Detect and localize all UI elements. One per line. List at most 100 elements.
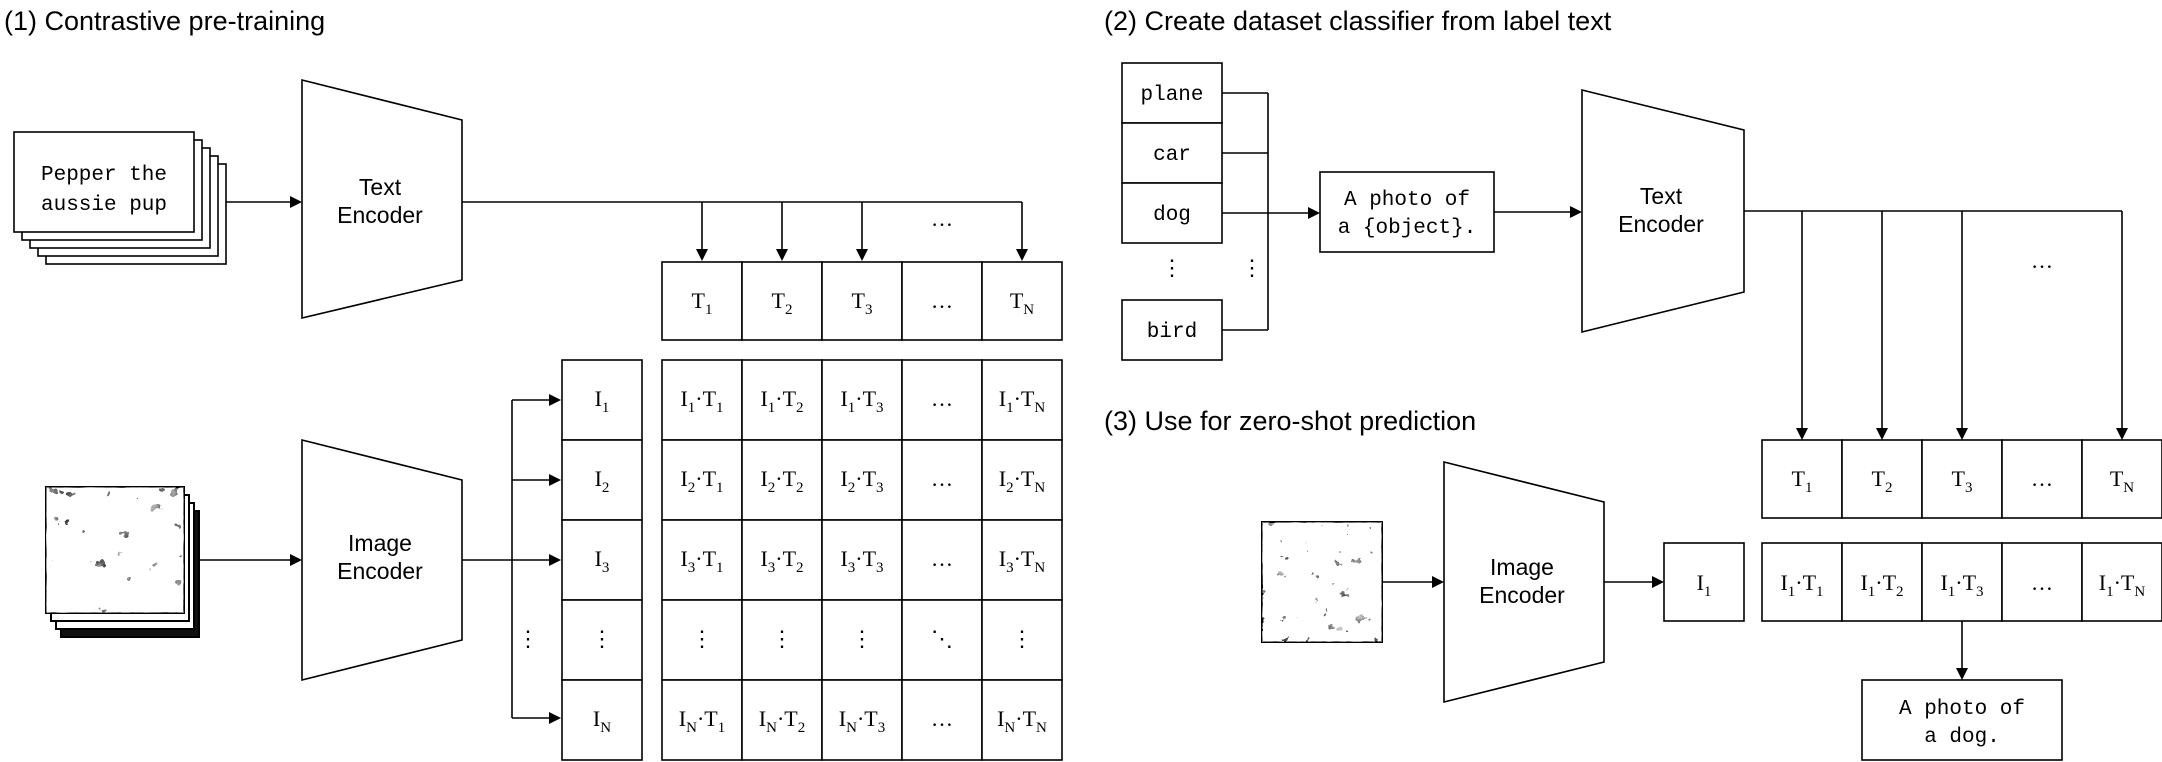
image-embedding-label: I3 [595,546,610,576]
vertical-ellipsis: ⋮ [1011,626,1033,651]
similarity-value: IN·T2 [759,706,805,736]
text-embedding-label: T2 [1872,466,1893,496]
similarity-value: I3·T1 [680,546,723,576]
vertical-ellipsis: ⋮ [851,626,873,651]
similarity-value: IN·T3 [839,706,885,736]
section-3-title: (3) Use for zero-shot prediction [1104,406,1476,436]
similarity-cell [981,439,1063,521]
image-embedding-cell [561,359,643,441]
image-embedding-label: ⋮ [591,626,613,651]
similarity-value: I3·T3 [840,546,883,576]
image-embedding-cell [561,439,643,521]
text-encoder-2-label-2: Encoder [1618,211,1704,237]
text-card-line-1: Pepper the [41,164,167,187]
prompt-line-2: a {object}. [1338,217,1477,240]
text-embedding-label: T1 [692,288,713,318]
similarity-value: I2·TN [999,466,1046,496]
image-encoder-2-label-1: Image [1490,554,1554,580]
text-encoder-1-label-2: Encoder [337,202,423,228]
similarity-cell [901,679,983,761]
text-embedding-label: TN [2110,466,2134,496]
similarity-cell [821,359,903,441]
text-embedding-label: T3 [852,288,873,318]
similarity-value: I1·T3 [840,386,883,416]
similarity-cell [741,439,823,521]
prompt-template-box: A photo of a {object}. [1319,171,1495,253]
arrow-ellipsis-2: … [2031,248,2053,273]
zero-shot-similarity-value: I1·T1 [1780,570,1823,600]
horizontal-ellipsis: … [931,386,953,411]
image-encoder-1-label-1: Image [348,530,412,556]
arrow-vdots-1: ⋮ [517,626,539,651]
label-connectors [1222,92,1320,331]
text-embedding-cell [2081,439,2162,519]
prediction-line-1: A photo of [1899,698,2025,721]
text-embedding-cell [1921,439,2003,519]
image-embedding-cell [561,599,643,681]
text-encoder-1: Text Encoder [301,78,463,320]
similarity-cell [821,599,903,681]
label-list: plane car dog bird ⋮ [1121,62,1223,361]
prompt-line-1: A photo of [1344,189,1470,212]
similarity-cell [661,599,743,681]
label-vdots: ⋮ [1161,255,1183,280]
similarity-value: IN·TN [997,706,1047,736]
similarity-cell [981,359,1063,441]
text-card-line-2: aussie pup [41,194,167,217]
section-1-title: (1) Contrastive pre-training [4,6,325,36]
vertical-ellipsis: ⋮ [771,626,793,651]
image-embedding-label: I1 [595,386,610,416]
text-encoder-1-label-1: Text [359,174,402,200]
similarity-value: I2·T3 [840,466,883,496]
image-embedding-cell [561,679,643,761]
image-embedding-cell [561,519,643,601]
text-embedding-label: … [931,288,953,313]
similarity-value: I2·T2 [760,466,803,496]
horizontal-ellipsis: … [931,706,953,731]
text-embedding-cell [1761,439,1843,519]
image-encoder-1: Image Encoder [301,438,463,682]
diagonal-ellipsis: ⋱ [931,626,953,651]
similarity-value: I2·T1 [680,466,723,496]
svg-text:I1: I1 [1697,570,1712,600]
section-2-title: (2) Create dataset classifier from label… [1104,6,1612,36]
arrow-ellipsis-1: … [931,206,953,231]
image-embedding-label: I2 [595,466,610,496]
text-embedding-label: T1 [1792,466,1813,496]
similarity-cell [741,359,823,441]
text-embedding-cell [661,261,743,341]
text-embedding-cell [2001,439,2083,519]
similarity-value: I1·T2 [760,386,803,416]
text-embedding-cell [741,261,823,341]
similarity-value: I1·T1 [680,386,723,416]
prediction-box: A photo of a dog. [1861,679,2063,761]
text-embedding-label: T2 [772,288,793,318]
similarity-value: IN·T1 [679,706,725,736]
vertical-ellipsis: ⋮ [691,626,713,651]
horizontal-ellipsis: … [931,466,953,491]
zero-shot-image-embedding: I1 [1663,542,1745,622]
similarity-cell [821,519,903,601]
label-bird: bird [1147,321,1197,344]
horizontal-ellipsis: … [2031,570,2053,595]
image-embedding-arrows [512,394,561,724]
token-arrows-2 [1796,211,2128,440]
text-embedding-label: … [2031,466,2053,491]
image-stack [45,486,200,638]
zero-shot-similarity-value: I1·T2 [1860,570,1903,600]
pet-photo-1 [45,486,185,614]
similarity-value: I3·T2 [760,546,803,576]
similarity-cell [661,439,743,521]
prediction-line-2: a dog. [1924,726,2000,749]
similarity-value: I3·TN [999,546,1046,576]
similarity-cell [741,679,823,761]
label-dog: dog [1153,204,1191,227]
text-encoder-2: Text Encoder [1581,88,1745,334]
label-car: car [1153,144,1191,167]
connector-vdots: ⋮ [1241,255,1263,280]
image-encoder-2-label-2: Encoder [1479,582,1565,608]
